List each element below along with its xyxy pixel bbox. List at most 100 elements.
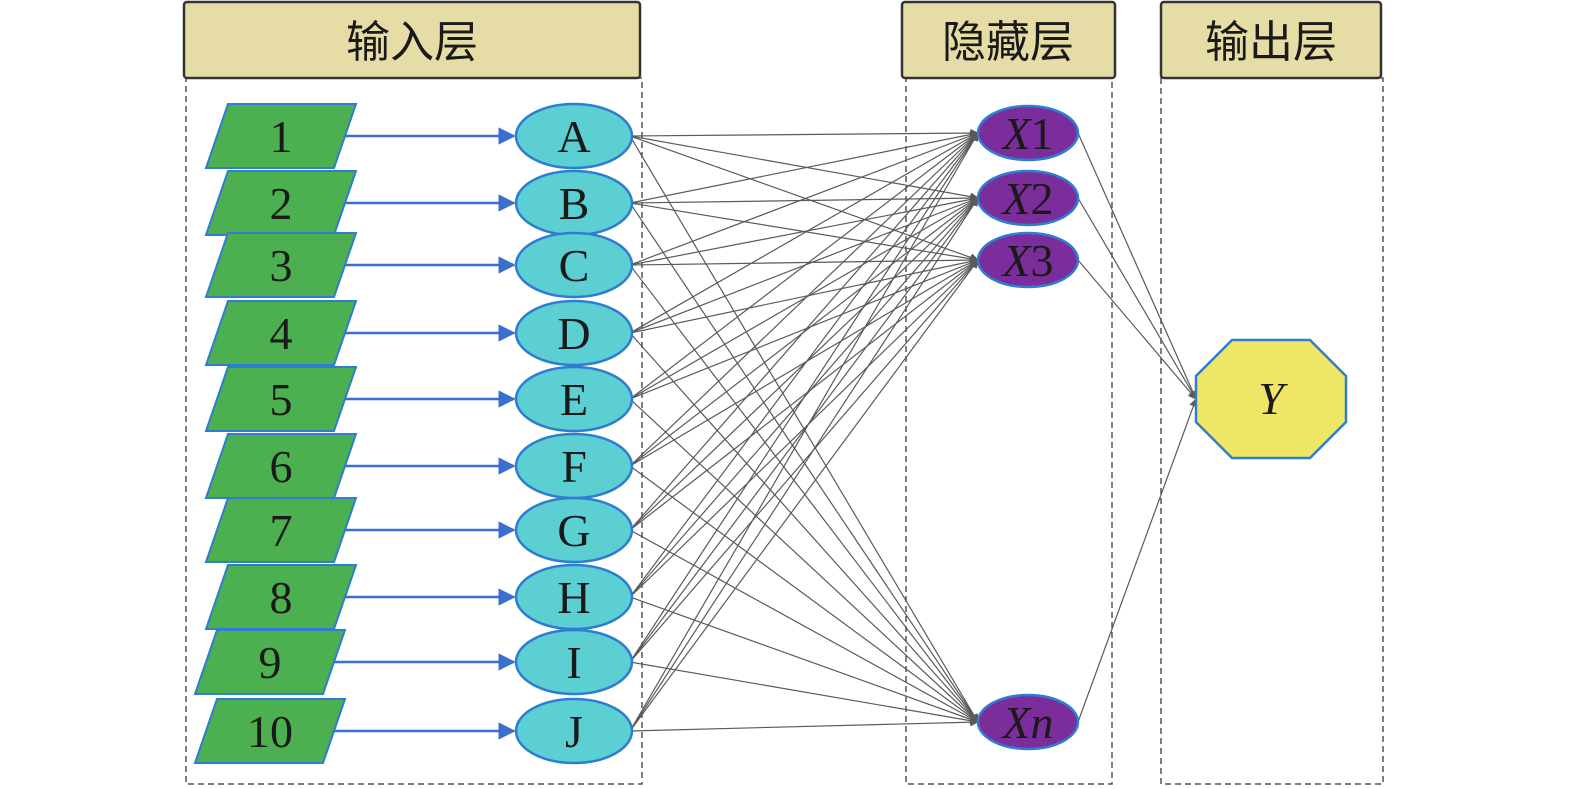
connection-C-h1 [629, 131, 979, 266]
feature-ellipse [514, 102, 634, 170]
connection-F-h1 [629, 132, 979, 467]
connection-h1-output [1077, 132, 1197, 400]
input-label: 5 [270, 374, 293, 425]
connection-I-h1 [629, 132, 979, 663]
connection-G-h2 [629, 197, 979, 531]
input-label: 9 [259, 637, 282, 688]
connection-B-h4 [629, 202, 979, 723]
feature-label: A [557, 111, 590, 162]
connection-F-h4 [629, 465, 979, 723]
hidden-ellipse [976, 104, 1080, 162]
feature-label: G [557, 505, 590, 556]
connection-G-h1 [629, 132, 979, 531]
connection-E-h2 [629, 197, 979, 400]
connection-h2-output [1077, 197, 1197, 400]
input-node: 2 [204, 170, 358, 236]
output-node: Y [1194, 338, 1348, 460]
connection-I-h2 [629, 197, 979, 663]
input-node: 3 [204, 232, 358, 298]
input-parallelogram [204, 232, 358, 298]
hidden-label-suffix: 3 [1031, 235, 1054, 286]
connection-A-h3 [629, 135, 979, 262]
input-label: 4 [270, 308, 293, 359]
feature-ellipse [514, 628, 634, 696]
input-node: 7 [204, 497, 358, 563]
feature-node: B [514, 169, 634, 237]
hidden-node: X2 [976, 169, 1080, 227]
input-parallelogram [204, 366, 358, 432]
input-label: 3 [270, 240, 293, 291]
output-layer-title: 输出层 [1205, 17, 1337, 68]
connection-I-h3 [629, 259, 979, 663]
input-node: 8 [204, 564, 358, 630]
feature-label: C [559, 240, 590, 291]
connection-J-h2 [629, 197, 979, 732]
hidden-node: Xn [976, 693, 1080, 751]
hidden-label-prefix: X [1000, 235, 1032, 286]
hidden-label-suffix: 1 [1031, 108, 1054, 159]
connection-H-h1 [629, 132, 979, 598]
input-node: 6 [204, 433, 358, 499]
feature-ellipse [514, 365, 634, 433]
feature-node: F [514, 432, 634, 500]
input-label: 1 [270, 111, 293, 162]
connection-D-h4 [629, 332, 979, 723]
connection-I-h4 [629, 661, 979, 725]
hidden-node: X3 [976, 231, 1080, 289]
input-layer-title: 输入层 [346, 17, 478, 68]
hidden-label-prefix: X [1000, 173, 1032, 224]
connection-h3-output [1077, 259, 1197, 400]
input-label: 7 [270, 505, 293, 556]
hidden-label-suffix: 2 [1031, 173, 1054, 224]
hidden-label: X3 [1000, 235, 1053, 286]
feature-node: E [514, 365, 634, 433]
connection-C-h3 [629, 255, 979, 266]
hidden-label: X2 [1000, 173, 1053, 224]
hidden-ellipse [976, 169, 1080, 227]
hidden-layer-title: 隐藏层 [942, 17, 1074, 68]
feature-node: C [514, 231, 634, 299]
hidden-label: X1 [1000, 108, 1053, 159]
input-layer-header: 输入层 [182, 0, 642, 80]
input-node: 9 [193, 629, 347, 695]
input-node: 5 [204, 366, 358, 432]
feature-label: I [566, 637, 581, 688]
hidden-label-prefix: X [1000, 108, 1032, 159]
connection-C-h4 [629, 264, 979, 723]
connection-J-h3 [629, 259, 979, 732]
connection-E-h1 [629, 132, 979, 400]
connection-F-h3 [629, 259, 979, 467]
feature-ellipse [514, 299, 634, 367]
feature-ellipse [514, 697, 634, 765]
input-arrows [334, 127, 516, 740]
connection-G-h3 [629, 259, 979, 531]
feature-node: A [514, 102, 634, 170]
input-node: 1 [204, 103, 358, 169]
connection-A-h1 [629, 128, 979, 138]
input-parallelogram [204, 300, 358, 366]
connections [629, 128, 1198, 732]
connection-E-h4 [629, 398, 979, 723]
feature-label: J [565, 706, 583, 757]
feature-node: I [514, 628, 634, 696]
feature-ellipse [514, 231, 634, 299]
output-label: Y [1258, 373, 1288, 424]
input-node: 10 [193, 698, 347, 764]
connection-D-h3 [629, 257, 979, 334]
hidden-ellipse [976, 693, 1080, 751]
output-octagon [1194, 338, 1348, 460]
hidden-node: X1 [976, 104, 1080, 162]
connection-C-h2 [629, 195, 979, 266]
input-parallelogram [204, 103, 358, 169]
connection-J-h1 [629, 132, 979, 732]
output-layer-header: 输出层 [1159, 0, 1383, 80]
feature-node: H [514, 563, 634, 631]
connection-H-h3 [629, 259, 979, 598]
connection-A-h2 [629, 135, 979, 201]
hidden-label: Xn [1000, 697, 1053, 748]
feature-node: J [514, 697, 634, 765]
feature-label: E [560, 374, 588, 425]
